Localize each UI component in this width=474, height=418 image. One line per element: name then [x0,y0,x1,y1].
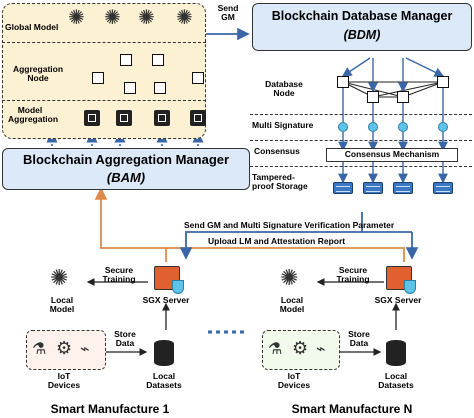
storage-icon [393,182,413,194]
shield-icon [172,280,184,294]
aggregation-node-label: Aggregation Node [12,64,64,83]
signature-icon [338,122,348,132]
database-node-label: Database Node [265,79,303,98]
storage-icon [433,182,453,194]
database-node [337,76,349,88]
signature-icon [368,122,378,132]
local-model-network-icon: ✺ [50,265,69,290]
aggregation-node [92,72,104,84]
model-aggregation-label: Model Aggregation [8,105,59,124]
send-down-line [179,212,363,260]
storage-icon [363,182,383,194]
aggregation-node [124,82,136,94]
cpu-chip-icon [190,110,206,126]
store-data-label: Store Data [348,329,370,348]
storage-label: Tampered-proof Storage [252,172,308,191]
aggregation-node [120,54,132,66]
bam-manager-box [2,148,250,190]
iot-device-icon: ⚗ [268,341,283,358]
global-model-label: Global Model [5,22,59,32]
sensor-icon: ⌁ [80,341,90,358]
upload-lm-label: Upload LM and Attestation Report [208,236,346,246]
shield-icon [404,280,416,294]
bam-manager-abbr: (BAM) [106,170,146,185]
database-icon [386,340,406,366]
aggregation-node [152,54,164,66]
bam-divider-1 [2,42,206,43]
aggregation-node [192,72,204,84]
robot-arm-icon: ⚙ [292,338,309,358]
signature-icon [438,122,448,132]
robot-arm-icon: ⚙ [56,338,73,358]
global-model-network-icon: ✺ [104,7,121,29]
consensus-mechanism-label: Consensus Mechanism [344,149,440,159]
database-icon [154,340,174,366]
bdm-manager-box [252,3,472,51]
bdm-divider-2 [250,140,472,141]
bam-manager-title: Blockchain Aggregation Manager [22,152,230,167]
local-model-label: Local Model [49,295,75,314]
secure-training-label: Secure Training [102,265,136,284]
upload-arrow-right [166,247,405,262]
database-node [397,91,409,103]
cpu-chip-icon [84,110,100,126]
cpu-chip-icon [154,110,170,126]
global-model-network-icon: ✺ [176,7,193,29]
local-model-network-icon: ✺ [280,265,299,290]
manufacture-1-title: Smart Manufacture 1 [50,402,170,416]
storage-icon [333,182,353,194]
bdm-divider-1 [250,114,472,115]
consensus-label: Consensus [254,146,300,156]
iot-devices-label: IoT Devices [47,371,81,390]
bdm-manager-abbr: (BDM) [343,28,381,42]
local-datasets-label: Local Datasets [146,371,182,390]
database-node [437,76,449,88]
bam-panel [2,3,206,139]
bdm-manager-title: Blockchain Database Manager [271,9,453,23]
iot-devices-box [26,330,106,370]
sensor-icon: ⌁ [316,341,326,358]
iot-device-icon: ⚗ [32,341,47,358]
local-model-label: Local Model [279,295,305,314]
secure-training-label: Secure Training [336,265,370,284]
iot-devices-label: IoT Devices [277,371,311,390]
upload-arrow-left [94,187,167,262]
global-model-network-icon: ✺ [138,7,155,29]
sgx-server-label: SGX Server [374,295,422,305]
send-gm-param-label: Send GM and Multi Signature Verification… [184,220,395,230]
consensus-mechanism-box [326,148,458,162]
local-datasets-label: Local Datasets [378,371,414,390]
database-node [367,91,379,103]
global-model-network-icon: ✺ [68,7,85,29]
signature-icon [398,122,408,132]
sgx-server-label: SGX Server [142,295,190,305]
iot-devices-box [262,330,340,370]
store-data-label: Store Data [114,329,136,348]
aggregation-node [154,82,166,94]
bam-divider-2 [2,100,206,101]
multi-signature-label: Multi Signature [252,120,314,130]
manufacture-n-title: Smart Manufacture N [291,402,413,416]
cpu-chip-icon [116,110,132,126]
bdm-divider-3 [250,166,472,167]
send-gm-label: Send GM [217,3,239,22]
